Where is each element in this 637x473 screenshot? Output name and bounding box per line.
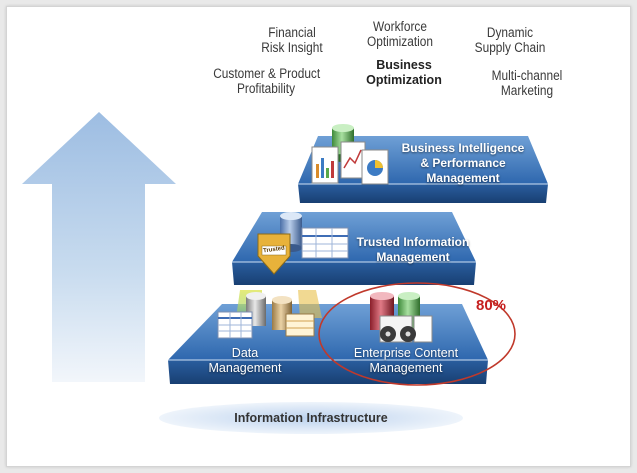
trusted-shield-icon <box>257 233 291 275</box>
connector-beam <box>298 290 322 318</box>
bi-report-icon <box>311 141 389 185</box>
ecm-percent-label: 80% <box>476 297 507 314</box>
data-database-icon <box>246 292 292 330</box>
highlight-ellipse <box>318 282 516 386</box>
infrastructure-ellipse <box>159 402 463 434</box>
tim-spreadsheet-icon <box>301 227 349 259</box>
data-spreadsheet-icon <box>217 311 315 339</box>
film-reel-icon <box>380 326 416 342</box>
growth-arrow <box>22 112 176 382</box>
information-infrastructure-label: Information Infrastructure <box>234 411 388 425</box>
